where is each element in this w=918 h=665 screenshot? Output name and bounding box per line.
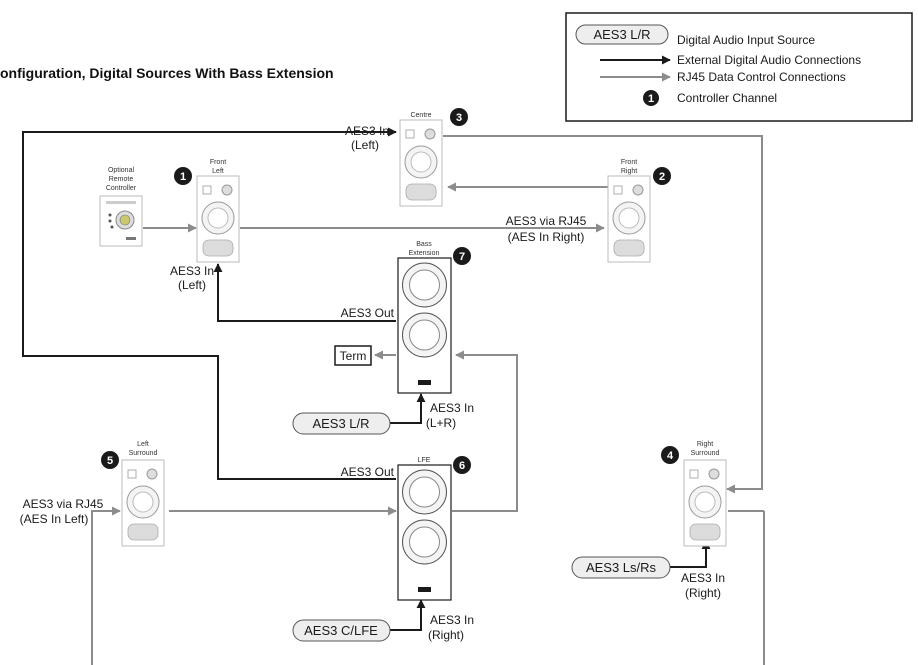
front-right-rj45-label-1: AES3 via RJ45 [506, 214, 587, 228]
bass-caption-2: Extension [409, 250, 440, 257]
lfe-in-label-1: AES3 In [430, 613, 474, 627]
right-surround-in-label-1: AES3 In [681, 571, 725, 585]
bass-caption-1: Bass [416, 241, 432, 248]
bass-in-label-2: (L+R) [426, 416, 456, 430]
legend: AES3 L/R Digital Audio Input Source Exte… [565, 12, 913, 122]
source-lsrs-pill [571, 556, 671, 579]
front-left-in-label-2: (Left) [178, 278, 206, 292]
legend-badge-desc: Controller Channel [677, 91, 777, 105]
left-surround-rj45-label-2: (AES In Left) [20, 512, 89, 526]
lfe-in-label-2: (Right) [428, 628, 464, 642]
legend-black-desc: External Digital Audio Connections [677, 53, 861, 67]
term-box [334, 345, 372, 366]
speaker-lfe [397, 464, 452, 601]
centre-caption: Centre [410, 112, 431, 119]
source-lsrs-label: AES3 Ls/Rs [586, 560, 657, 575]
left-surround-channel-badge [101, 451, 119, 469]
front-right-caption-2: Right [621, 168, 637, 175]
speaker-front-left [196, 175, 240, 263]
centre-in-label-2: (Left) [351, 138, 379, 152]
front-left-in-label-1: AES3 In [170, 264, 214, 278]
front-left-caption-2: Left [212, 168, 224, 175]
remote-caption-1: Optional [108, 167, 135, 174]
legend-badge-icon [643, 90, 659, 106]
bass-channel-badge [453, 247, 471, 265]
centre-to-right-surround-line [443, 135, 763, 494]
bass-in-label-1: AES3 In [430, 401, 474, 415]
lfe-out-to-centre-line [22, 127, 397, 480]
svg-text:1: 1 [648, 93, 654, 105]
centre-channel-badge [450, 108, 468, 126]
legend-grey-desc: RJ45 Data Control Connections [677, 70, 846, 84]
source-clfe-pill [292, 619, 391, 642]
svg-text:1: 1 [180, 171, 186, 183]
left-surround-caption-2: Surround [129, 450, 158, 457]
lfe-out-label: AES3 Out [341, 465, 395, 479]
lfe-channel-badge [453, 456, 471, 474]
speaker-centre [399, 119, 443, 207]
left-surround-rj45-label-1: AES3 via RJ45 [23, 497, 104, 511]
term-label: Term [340, 349, 367, 363]
front-right-rj45-label-2: (AES In Right) [508, 230, 585, 244]
left-surround-caption-1: Left [137, 441, 149, 448]
right-surround-caption-1: Right [697, 441, 713, 448]
front-right-caption-1: Front [621, 159, 637, 166]
remote-caption-2: Remote [109, 176, 134, 183]
speaker-bass-extension [397, 257, 452, 394]
ls-rj45-line [91, 506, 121, 665]
right-surround-caption-2: Surround [691, 450, 720, 457]
svg-text:2: 2 [659, 171, 665, 183]
legend-source-pill [575, 24, 669, 45]
legend-source-desc: Digital Audio Input Source [677, 33, 815, 47]
source-clfe-label: AES3 C/LFE [304, 623, 378, 638]
centre-in-label-1: AES3 In [345, 124, 389, 138]
svg-text:7: 7 [459, 251, 465, 263]
remote-caption-3: Controller [106, 185, 137, 192]
clfe-source-line [390, 599, 426, 631]
front-left-caption-1: Front [210, 159, 226, 166]
svg-text:4: 4 [667, 450, 674, 462]
lr-source-line [390, 393, 426, 424]
svg-text:5: 5 [107, 455, 113, 467]
legend-source-sample: AES3 L/R [593, 27, 650, 42]
speaker-left-surround [121, 459, 165, 547]
lsrs-source-line [670, 540, 711, 568]
bass-out-to-front-left-line [213, 263, 396, 322]
bass-out-label: AES3 Out [341, 306, 395, 320]
source-lr-pill [292, 412, 391, 435]
right-surround-channel-badge [661, 446, 679, 464]
source-lr-label: AES3 L/R [312, 416, 369, 431]
svg-text:6: 6 [459, 460, 465, 472]
front-left-channel-badge [174, 167, 192, 185]
remote-controller [99, 195, 143, 247]
page-title: onfiguration, Digital Sources With Bass … [0, 65, 334, 81]
right-surround-in-label-2: (Right) [685, 586, 721, 600]
lfe-caption: LFE [418, 457, 431, 464]
speaker-right-surround [683, 459, 727, 547]
svg-text:3: 3 [456, 112, 462, 124]
lfe-to-bass-line [452, 350, 518, 512]
speaker-front-right [607, 175, 651, 263]
front-right-channel-badge [653, 167, 671, 185]
